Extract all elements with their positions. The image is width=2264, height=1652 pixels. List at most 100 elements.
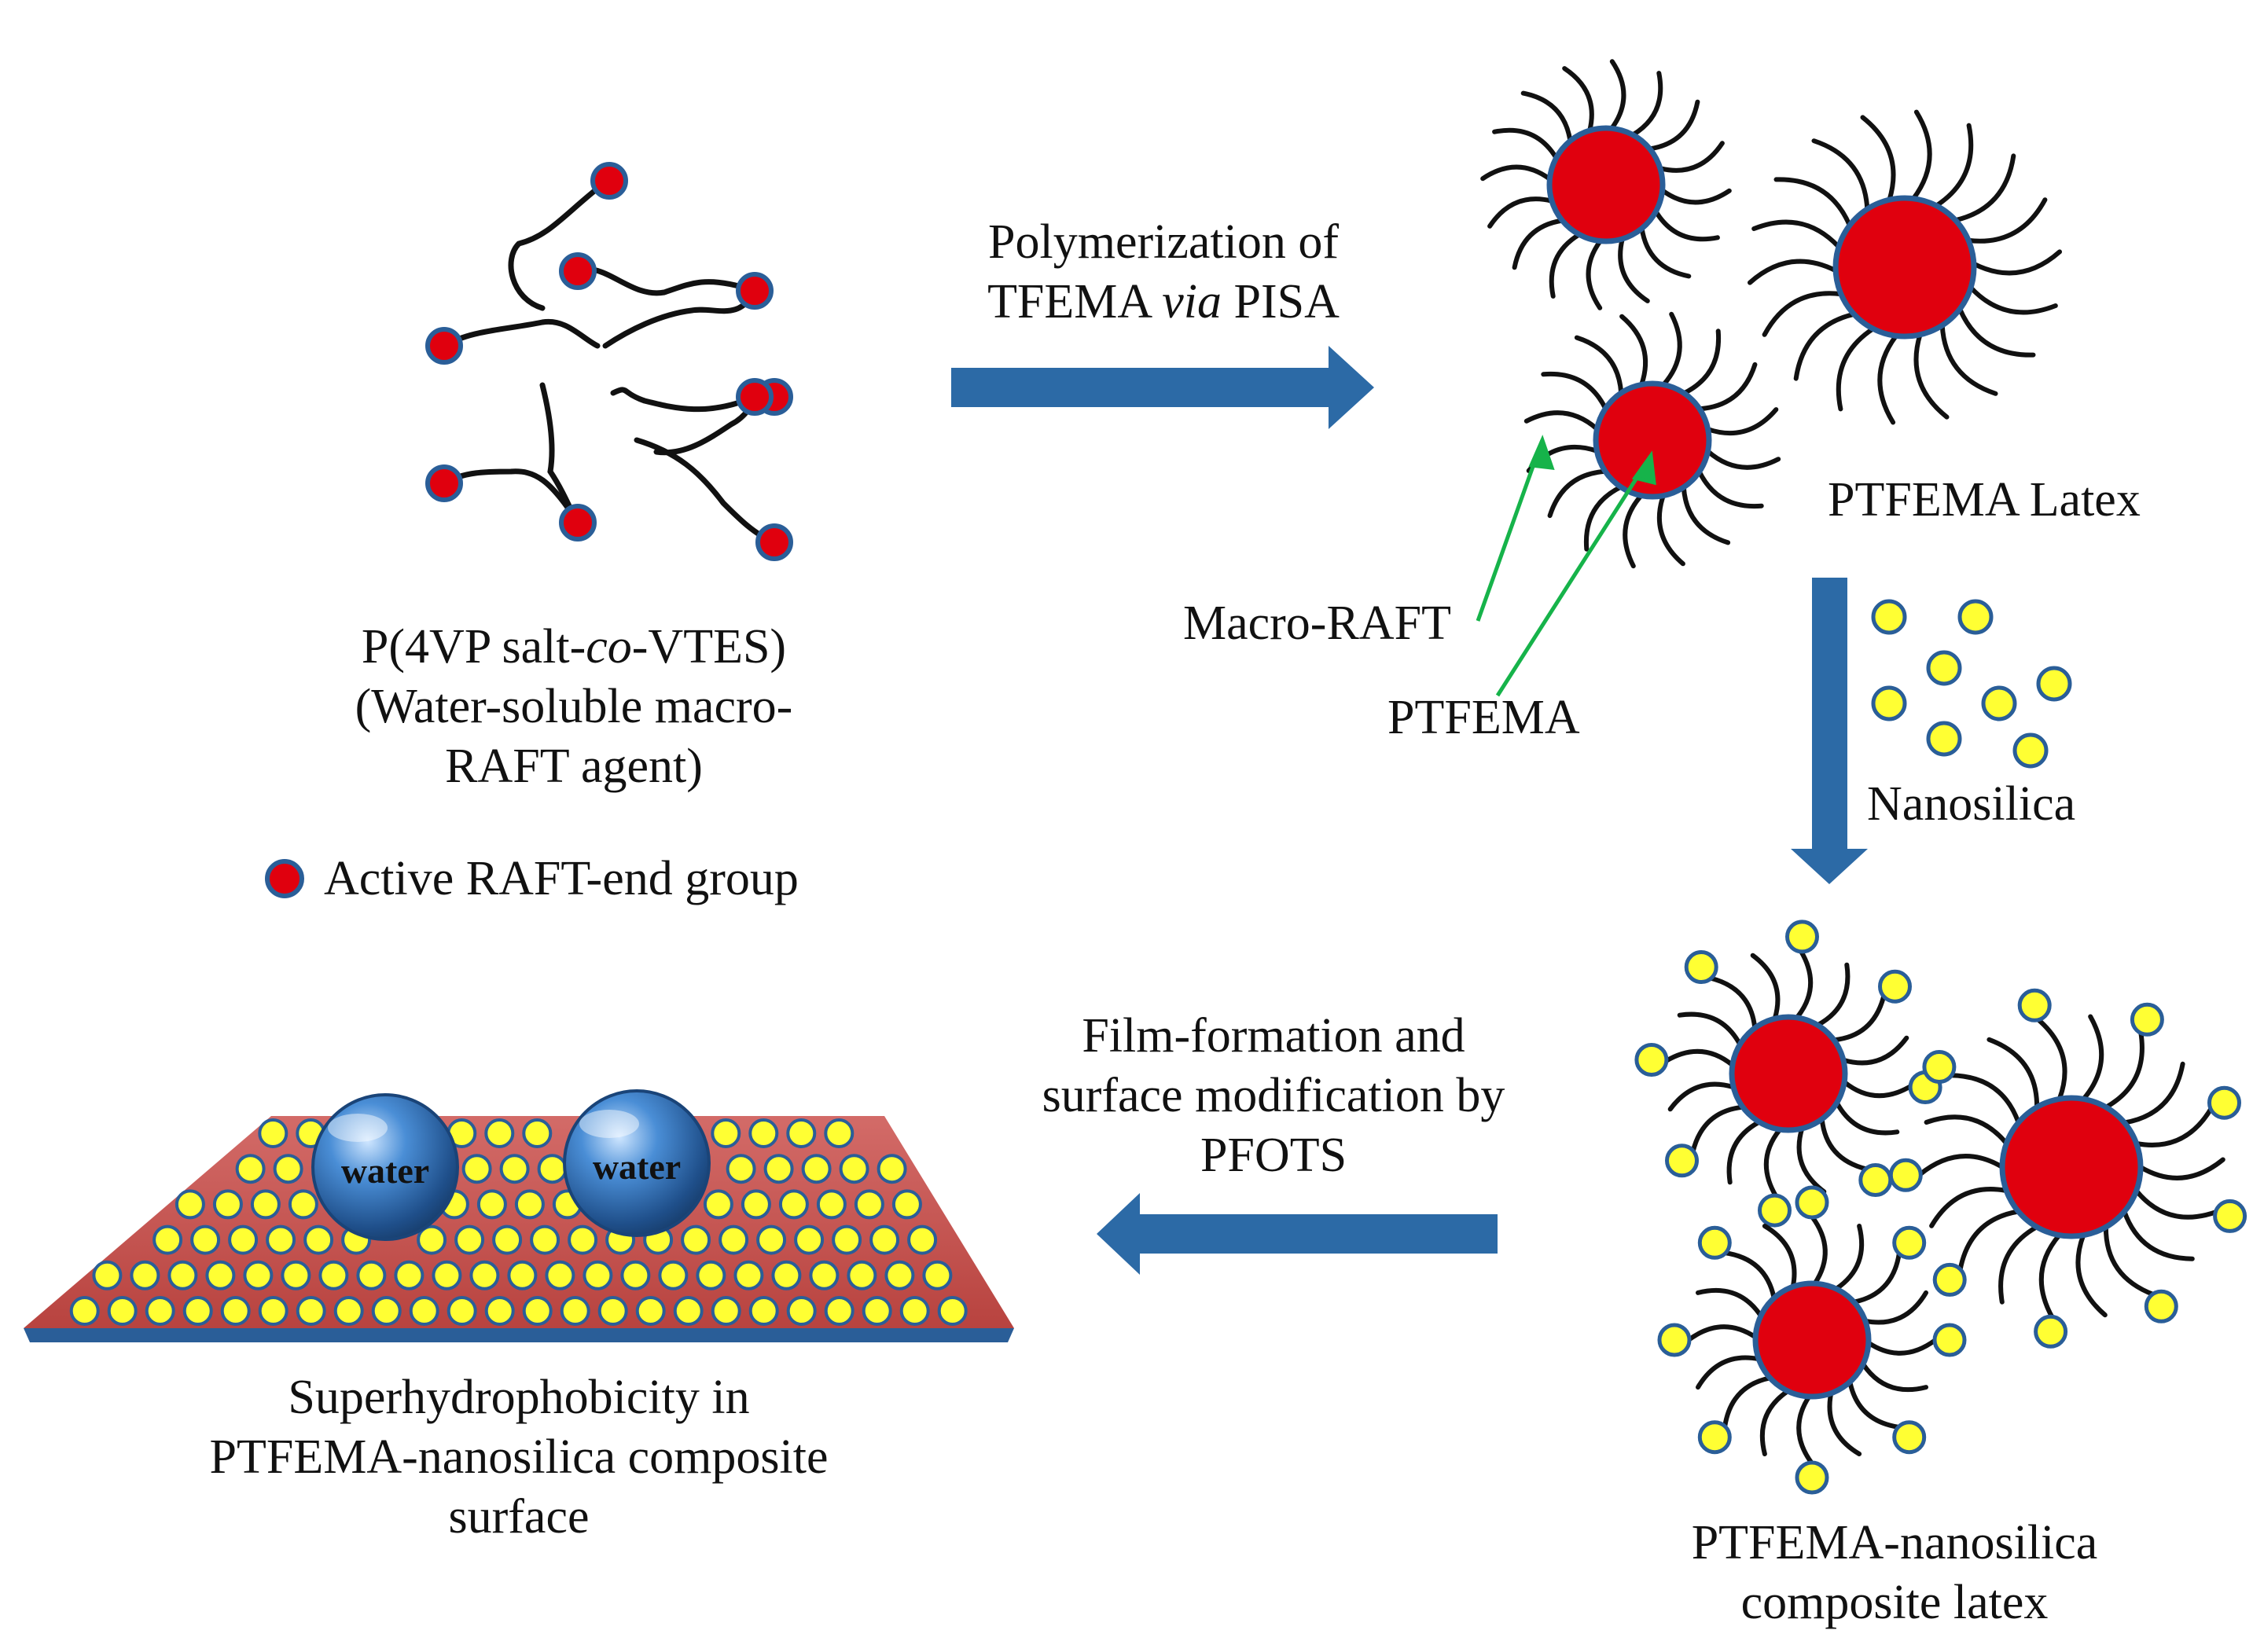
polymer-hair xyxy=(1512,218,1565,270)
nanosilica-particles xyxy=(1871,599,2072,769)
film-silica-dot xyxy=(899,1296,930,1326)
polymer-hair xyxy=(1480,164,1553,182)
raft-end-group xyxy=(736,272,774,310)
polymer-hair xyxy=(1487,196,1555,229)
film-silica-dot xyxy=(454,1224,485,1255)
polymer-hair xyxy=(1690,1104,1746,1155)
polymer-hair xyxy=(1681,329,1722,396)
film-silica-dot xyxy=(288,1189,318,1220)
polymer-hair xyxy=(1750,953,1781,1022)
polymer-hair xyxy=(1663,1048,1735,1068)
film-silica-dot xyxy=(824,1296,855,1326)
film-silica-dot xyxy=(711,1296,741,1326)
polymer-hair xyxy=(1815,962,1851,1028)
polymer-hair xyxy=(1851,1250,1902,1305)
film-silica-dot xyxy=(891,1189,922,1220)
polymer-hair xyxy=(1681,485,1731,545)
film-silica-dot xyxy=(673,1296,704,1326)
polymer-hair xyxy=(1657,141,1725,173)
film-silica-dot xyxy=(568,1224,598,1255)
film-silica-dot xyxy=(212,1189,243,1220)
film-silica-dot xyxy=(862,1296,892,1326)
polymer-hair xyxy=(1705,407,1779,436)
nanosilica-particle xyxy=(2012,732,2049,769)
polymer-hair xyxy=(1773,177,1852,228)
latex-core xyxy=(1593,380,1712,500)
arrow-film-formation xyxy=(1097,1193,1498,1275)
polymer-hair xyxy=(1794,948,1814,1020)
silica-particle xyxy=(2207,1085,2241,1120)
film-silica-dot xyxy=(153,1224,183,1255)
film-silica-dot xyxy=(522,1118,553,1148)
film-silica-dot xyxy=(907,1224,938,1255)
polymer-hair xyxy=(1934,123,1974,208)
silica-particle xyxy=(1932,1323,1967,1357)
polymer-hair xyxy=(1609,59,1626,131)
polymer-hair xyxy=(1762,291,1843,337)
film-silica-dot xyxy=(756,1224,787,1255)
silica-particle xyxy=(2017,988,2052,1022)
step3-label: Film-formation and surface modification … xyxy=(1042,1009,1505,1182)
polymer-hair xyxy=(1686,1324,1759,1342)
film-silica-dot xyxy=(741,1189,771,1220)
film-silica-dot xyxy=(484,1296,515,1326)
raft-end-group xyxy=(590,162,628,200)
film-silica-dot xyxy=(560,1296,590,1326)
film-silica-dot xyxy=(484,1118,515,1148)
polymer-hair xyxy=(1763,1127,1783,1199)
polymer-hair xyxy=(1833,1224,1865,1291)
legend-dot xyxy=(265,859,304,898)
polymer-hair xyxy=(1562,66,1594,134)
nanosilica-label: Nanosilica xyxy=(1867,777,2076,831)
pointer-macro-raft-label: Macro-RAFT xyxy=(1183,597,1451,650)
nanosilica-particle xyxy=(1871,599,1907,635)
film-silica-dot xyxy=(786,1296,817,1326)
polymer-hair xyxy=(1549,232,1582,299)
film-silica-dot xyxy=(303,1224,334,1255)
film-silica-dot xyxy=(243,1260,274,1290)
macro-raft-agent-label: P(4VP salt-co-VTES) (Water-soluble macro… xyxy=(355,620,793,793)
water-label-2: water xyxy=(593,1147,681,1187)
polymer-hair xyxy=(1861,1361,1928,1393)
polymer-hair xyxy=(1860,115,1896,203)
polymer-chain xyxy=(508,179,608,311)
polymer-hair xyxy=(1998,1224,2039,1305)
nanosilica-particle xyxy=(1981,685,2017,721)
silica-particle xyxy=(1665,1144,1699,1178)
film-silica-dot xyxy=(884,1260,915,1290)
polymer-hair xyxy=(1697,362,1758,412)
polymer-hair xyxy=(2038,1232,2062,1320)
silica-particle xyxy=(1684,950,1718,984)
film-silica-dot xyxy=(273,1154,303,1184)
polymer-hair xyxy=(1966,197,2048,244)
film-silica-dot xyxy=(522,1296,553,1326)
step1-label: Polymerization of TFEMA via PISA xyxy=(987,215,1340,329)
film-silica-dot xyxy=(763,1154,794,1184)
nanosilica-particle xyxy=(1957,599,1994,635)
polymer-hair xyxy=(1987,1037,2040,1110)
silica-particle xyxy=(2144,1289,2178,1323)
polymer-hair xyxy=(1618,236,1650,303)
film-silica-dot xyxy=(748,1296,779,1326)
film-silica-dot xyxy=(726,1154,756,1184)
latex-core xyxy=(1752,1280,1872,1400)
latex-core xyxy=(1999,1095,2144,1239)
polymer-hair xyxy=(1696,1287,1763,1319)
film-silica-dot xyxy=(145,1296,175,1326)
polymer-hair xyxy=(1810,1214,1828,1287)
polymer-hair xyxy=(2134,1106,2214,1147)
polymer-hair xyxy=(2122,1209,2195,1261)
polymer-hair xyxy=(1847,1379,1902,1430)
film-silica-dot xyxy=(130,1260,160,1290)
film-silica-dot xyxy=(620,1260,651,1290)
polymer-chain xyxy=(441,468,581,526)
silica-particle xyxy=(1634,1043,1669,1077)
latex-label: PTFEMA Latex xyxy=(1828,473,2141,527)
silica-particle xyxy=(1878,969,1912,1004)
polymer-hair xyxy=(1762,1224,1797,1290)
film-silica-dot xyxy=(869,1224,900,1255)
film-silica-dot xyxy=(356,1260,387,1290)
polymer-hair xyxy=(1722,1375,1773,1430)
pointer-macro-raft-head xyxy=(1528,435,1555,470)
